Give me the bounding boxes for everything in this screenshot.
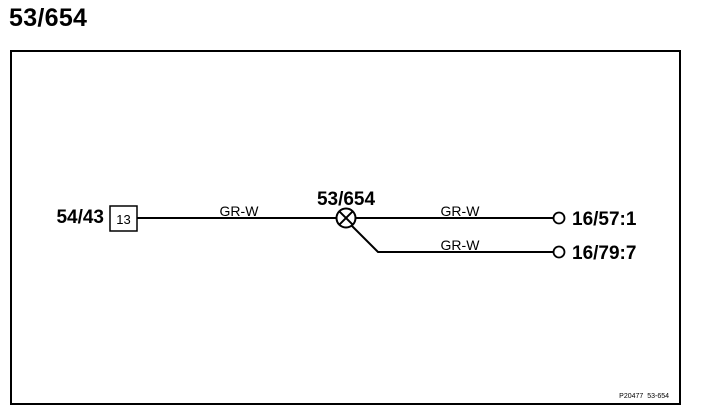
terminal-1-label: 16/57:1 <box>572 209 637 230</box>
connector-pin-box <box>109 205 138 232</box>
wire-color-code-2: GR-W <box>441 203 481 219</box>
connector-pin-number: 13 <box>116 212 130 227</box>
left-connector-label: 54/43 <box>56 207 104 228</box>
figure-reference-code: P20477 53-654 <box>619 393 669 400</box>
splice-symbol-icon <box>335 207 357 229</box>
terminal-2-ring-icon <box>552 245 566 259</box>
terminal-2-label: 16/79:7 <box>572 243 636 264</box>
wire-color-code-3: GR-W <box>441 237 481 253</box>
page-title: 53/654 <box>9 4 88 32</box>
terminal-1-ring-icon <box>552 211 566 225</box>
wire-color-code-1: GR-W <box>220 203 260 219</box>
splice-label: 53/654 <box>317 189 376 210</box>
diagram-frame <box>10 50 681 405</box>
wire-segment-splice-to-terminal-2 <box>351 225 553 253</box>
